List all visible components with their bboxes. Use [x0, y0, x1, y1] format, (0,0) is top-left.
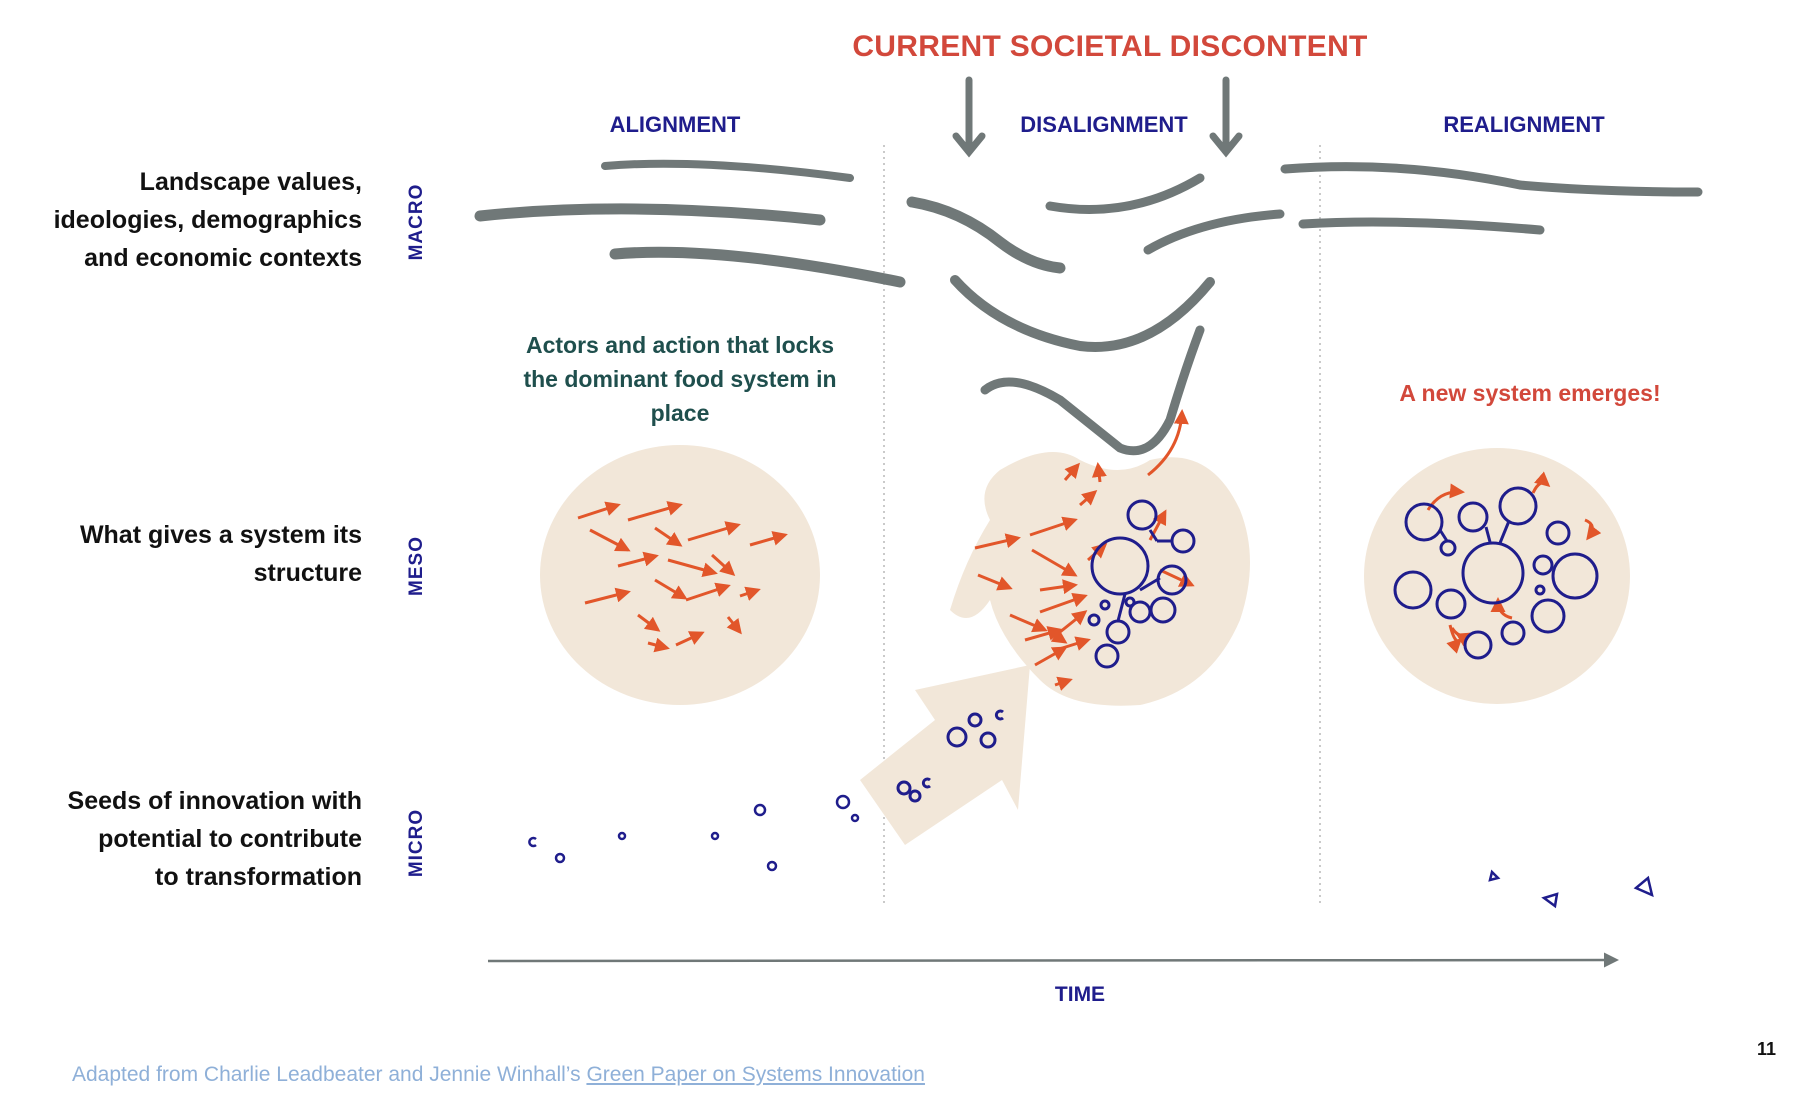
row-label-macro: Landscape values, ideologies, demographi…	[2, 163, 362, 277]
row-label-micro-line: Seeds of innovation with	[67, 787, 362, 815]
micro-seeds	[528, 794, 860, 872]
meso-blob-alignment	[540, 445, 820, 705]
note-lockin-line: Actors and action that locks	[525, 332, 834, 358]
macro-brush-strokes	[474, 159, 1703, 456]
row-label-macro-line: ideologies, demographics	[53, 206, 362, 234]
meso-blob-realignment	[1364, 448, 1630, 704]
time-arrow-icon	[487, 952, 1619, 968]
down-arrow-icon	[1209, 76, 1243, 158]
micro-triangles	[1488, 869, 1654, 909]
note-lockin-line: place	[650, 400, 710, 426]
row-label-macro-line: and economic contexts	[84, 244, 362, 272]
row-label-meso-line: structure	[253, 559, 362, 587]
headline-discontent: CURRENT SOCIETAL DISCONTENT	[852, 30, 1368, 63]
note-lockin: Actors and action that locks the dominan…	[500, 328, 860, 430]
row-label-micro-line: to transformation	[155, 863, 362, 891]
source-prefix: Adapted from Charlie Leadbeater and Jenn…	[72, 1063, 587, 1086]
row-label-micro: Seeds of innovation with potential to co…	[2, 782, 362, 896]
phase-realignment: REALIGNMENT	[1443, 112, 1605, 137]
innovation-cluster-transition	[896, 709, 1004, 803]
note-lockin-line: the dominant food system in	[523, 366, 837, 392]
page-number: 11	[1757, 1039, 1777, 1059]
note-emerges: A new system emerges!	[1399, 380, 1661, 406]
innovation-cluster-disalignment	[1087, 499, 1196, 669]
time-axis-label: TIME	[1054, 983, 1106, 1006]
meso-arrows-alignment	[577, 501, 788, 653]
transition-arrow	[860, 665, 1030, 845]
phase-alignment: ALIGNMENT	[609, 112, 741, 137]
down-arrow-icon	[952, 76, 986, 158]
row-label-micro-line: potential to contribute	[98, 825, 362, 853]
row-label-meso-line: What gives a system its	[79, 521, 362, 549]
row-label-macro-line: Landscape values,	[139, 168, 362, 196]
innovation-cluster-realignment	[1393, 486, 1599, 660]
meso-blob-disalignment	[950, 452, 1250, 706]
phase-disalignment: DISALIGNMENT	[1020, 112, 1188, 137]
row-label-meso: What gives a system its structure	[2, 516, 362, 592]
source-link[interactable]: Green Paper on Systems Innovation	[586, 1063, 925, 1086]
source-citation: Adapted from Charlie Leadbeater and Jenn…	[72, 1063, 925, 1087]
